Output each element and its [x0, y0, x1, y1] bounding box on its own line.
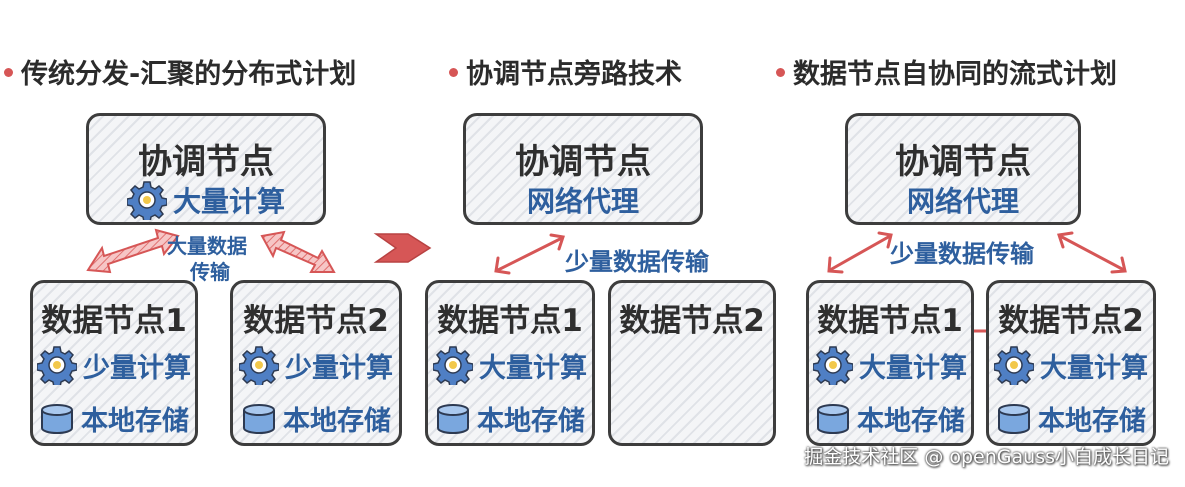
coordinator-proxy-row: 网络代理 — [848, 180, 1078, 220]
link-label-line2: 传输 — [190, 260, 230, 284]
data-node-storage-row: 本地存储 — [809, 399, 971, 438]
gear-icon — [37, 346, 77, 385]
gear-icon — [433, 346, 473, 385]
coordinator-node-box: 协调节点 大量计算 — [86, 113, 326, 225]
gear-icon — [994, 346, 1034, 385]
section-title-streaming: 数据节点自协同的流式计划 — [776, 52, 1117, 91]
database-icon — [41, 403, 73, 434]
bullet-dot — [449, 68, 458, 77]
data-node-2-box: 数据节点2 大量计算 本地存储 — [986, 280, 1156, 446]
data-node-title: 数据节点1 — [437, 303, 583, 339]
coordinator-title: 协调节点 — [895, 142, 1031, 182]
data-node-storage-row: 本地存储 — [989, 399, 1153, 438]
data-node-storage-row: 本地存储 — [233, 399, 399, 438]
link-label: 少量数据传输 — [565, 248, 709, 276]
data-node-storage-label: 本地存储 — [81, 406, 189, 437]
double-arrow-right — [260, 230, 336, 273]
data-node-compute-row: 少量计算 — [233, 345, 399, 385]
section-title-text: 协调节点旁路技术 — [466, 59, 682, 90]
section-title-text: 传统分发-汇聚的分布式计划 — [21, 59, 357, 90]
data-node-storage-label: 本地存储 — [283, 406, 391, 437]
data-node-compute-row: 大量计算 — [809, 345, 971, 385]
data-node-title: 数据节点2 — [619, 303, 765, 339]
data-node-2-box: 数据节点2 少量计算 本地存储 — [230, 280, 402, 446]
bullet-dot — [776, 68, 785, 77]
coordinator-proxy-label: 网络代理 — [526, 185, 639, 218]
watermark: 掘金技术社区 @ openGauss小白成长日记 — [804, 446, 1169, 468]
data-node-compute-row: 大量计算 — [989, 345, 1153, 385]
section-title-bypass: 协调节点旁路技术 — [449, 52, 682, 91]
data-node-compute-label: 大量计算 — [1040, 352, 1148, 384]
data-node-compute-row: 大量计算 — [428, 345, 592, 385]
coordinator-compute-row: 大量计算 — [89, 180, 323, 220]
transition-chevron — [373, 233, 432, 263]
database-icon — [437, 403, 469, 434]
link-label-line1: 大量数据 — [167, 234, 247, 258]
data-node-title: 数据节点1 — [41, 303, 187, 339]
coordinator-proxy-label: 网络代理 — [906, 185, 1019, 218]
coordinator-compute-label: 大量计算 — [172, 185, 285, 218]
gear-icon — [126, 181, 167, 220]
thin-arrow-d2 — [494, 233, 565, 275]
data-node-storage-row: 本地存储 — [33, 399, 195, 438]
database-icon — [817, 403, 849, 434]
data-node-title: 数据节点2 — [243, 303, 389, 339]
section-title-traditional: 传统分发-汇聚的分布式计划 — [4, 52, 356, 91]
data-node-compute-label: 少量计算 — [83, 352, 191, 384]
data-node-title: 数据节点1 — [817, 303, 963, 339]
coordinator-node-box: 协调节点 网络代理 — [845, 113, 1081, 225]
database-icon — [243, 403, 275, 434]
thin-arrow-d3-right — [1057, 231, 1127, 274]
data-node-compute-row: 少量计算 — [33, 345, 195, 385]
bullet-dot — [4, 68, 13, 77]
coordinator-node-box: 协调节点 网络代理 — [463, 113, 703, 225]
data-node-1-box: 数据节点1 大量计算 本地存储 — [806, 280, 974, 446]
data-node-1-box: 数据节点1 少量计算 本地存储 — [30, 280, 198, 446]
data-node-title: 数据节点2 — [998, 303, 1144, 339]
coordinator-proxy-row: 网络代理 — [466, 180, 700, 220]
data-node-compute-label: 少量计算 — [285, 352, 393, 384]
data-node-storage-label: 本地存储 — [477, 406, 585, 437]
double-arrow-left — [86, 228, 180, 274]
thin-arrow-d3-left — [827, 231, 893, 274]
data-node-compute-label: 大量计算 — [479, 352, 587, 384]
data-node-storage-row: 本地存储 — [428, 399, 592, 438]
link-label: 少量数据传输 — [890, 240, 1034, 268]
data-node-compute-label: 大量计算 — [859, 352, 967, 384]
coordinator-title: 协调节点 — [515, 142, 651, 182]
data-node-storage-label: 本地存储 — [1038, 406, 1146, 437]
gear-icon — [239, 346, 279, 385]
database-icon — [998, 403, 1030, 434]
gear-icon — [813, 346, 853, 385]
section-title-text: 数据节点自协同的流式计划 — [793, 59, 1117, 90]
data-node-storage-label: 本地存储 — [857, 406, 965, 437]
data-node-2-box: 数据节点2 — [608, 280, 776, 446]
coordinator-title: 协调节点 — [138, 142, 274, 182]
data-node-1-box: 数据节点1 大量计算 本地存储 — [425, 280, 595, 446]
